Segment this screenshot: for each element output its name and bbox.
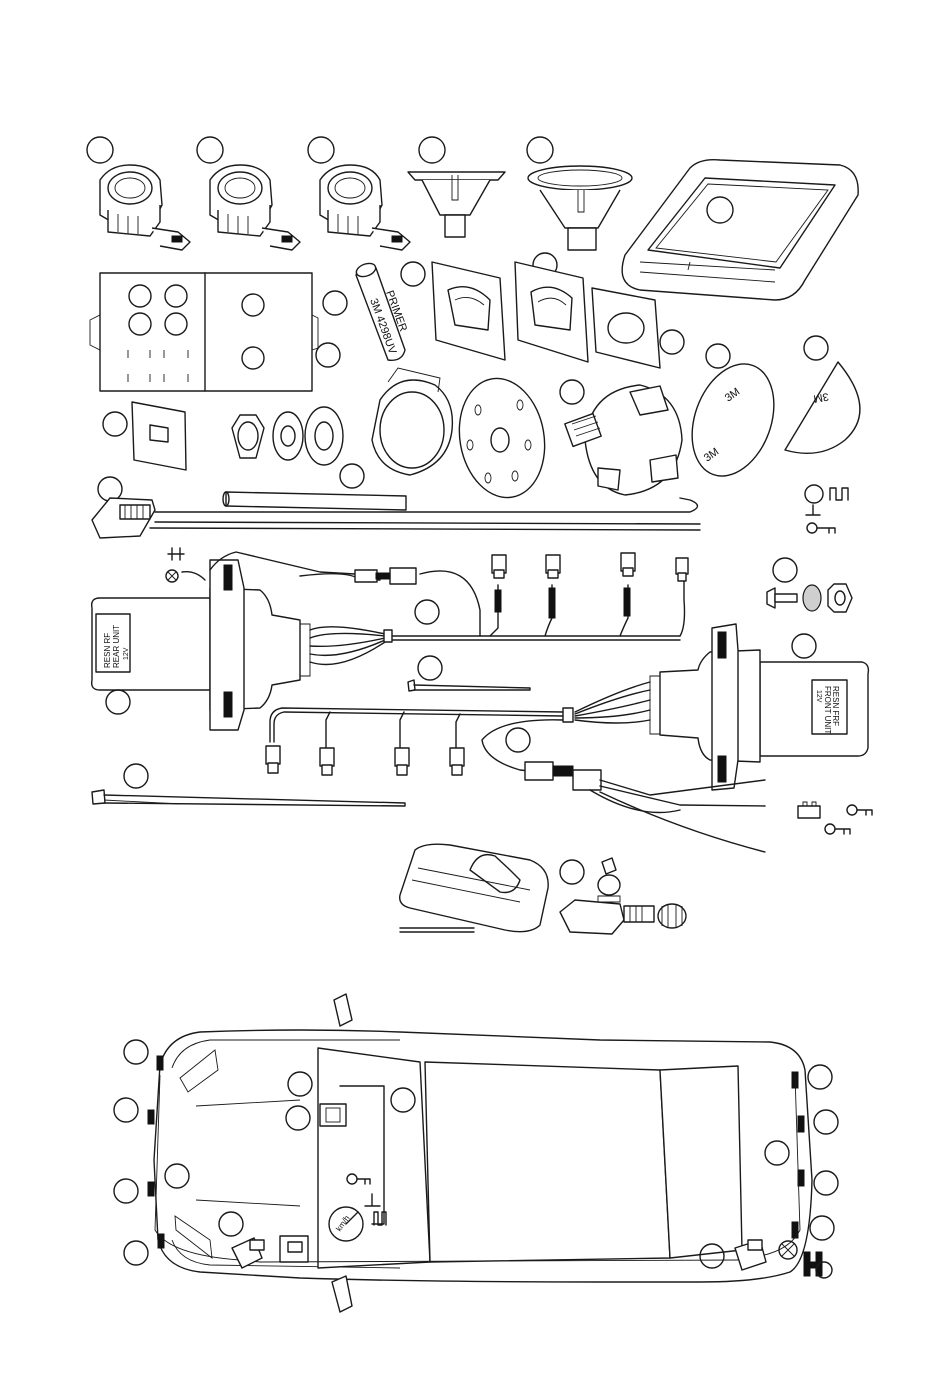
angle-bracket-2 (515, 262, 588, 362)
front-control-unit: RESN FRF FRONT UNIT 12V (650, 624, 868, 790)
ultrasonic-sensor-2 (210, 165, 300, 250)
protective-tube (223, 492, 406, 510)
sensor-holder-round (528, 166, 632, 250)
key-icon (847, 805, 872, 815)
screw-and-nuts (767, 584, 852, 612)
tyre-valve (560, 858, 686, 934)
sticker-sheet (90, 273, 318, 391)
vented-disc (450, 372, 554, 505)
extension-cable-connector (92, 498, 155, 538)
key-icon (807, 523, 835, 533)
sensor-holder-square (408, 172, 505, 237)
speed-signal-legend (805, 485, 848, 533)
svg-text:FRONT UNIT: FRONT UNIT (823, 686, 832, 734)
reference-circles-top (87, 137, 553, 163)
battery-icon (798, 806, 820, 818)
svg-text:3M: 3M (812, 390, 829, 404)
svg-text:RESN RF: RESN RF (103, 633, 112, 668)
key-icon (825, 824, 850, 834)
rear-unit-wires (300, 571, 685, 665)
adhesive-pad-round: 3M 3M (677, 353, 788, 488)
lamp-icon (166, 570, 178, 582)
tyre-sensor-module (400, 844, 548, 932)
svg-text:12V: 12V (123, 647, 130, 660)
square-clip (132, 402, 186, 470)
sensor-plugs-top (492, 553, 688, 618)
pulse-icon (830, 488, 848, 500)
adhesive-pad-half: 3M (785, 362, 860, 453)
cable-tie-long (92, 790, 405, 806)
ultrasonic-sensor-3 (320, 165, 410, 250)
sensor-plugs-bottom (266, 746, 464, 775)
ground-icon (168, 548, 184, 560)
ground-icon (806, 505, 820, 515)
svg-text:12V: 12V (815, 690, 822, 703)
flat-plate (592, 288, 660, 368)
threaded-mount (565, 385, 682, 495)
rear-control-unit: RESN RF REAR UNIT 12V (92, 560, 310, 730)
angle-bracket-1 (432, 262, 505, 360)
rear-power-leads (166, 548, 416, 584)
svg-text:REAR UNIT: REAR UNIT (112, 625, 121, 668)
dashboard-display (622, 160, 858, 300)
speedometer: km/h (329, 1207, 363, 1241)
cable-tie-short (408, 680, 530, 691)
nut-and-washers (232, 407, 343, 465)
power-legend (798, 802, 872, 834)
ultrasonic-sensor-1 (100, 165, 190, 250)
sensor-ring-holder (372, 368, 452, 475)
reference-circle-icon (805, 485, 823, 503)
